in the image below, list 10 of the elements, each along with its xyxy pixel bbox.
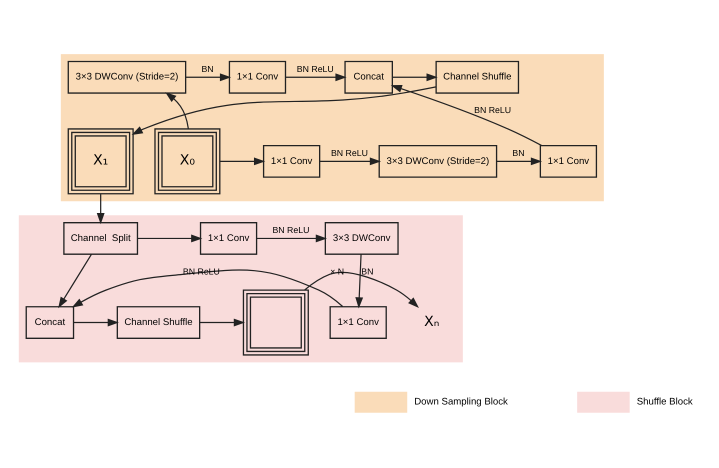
edge-label: BN ReLU — [474, 104, 512, 115]
legend-label: Down Sampling Block — [414, 396, 508, 408]
edge-label: BN — [512, 148, 525, 158]
edge-label: BN ReLU — [272, 224, 310, 235]
edge-label: BN — [201, 64, 214, 74]
edge-label: BN ReLU — [330, 148, 368, 158]
node-text: Xₙ — [424, 313, 440, 330]
edge-label: BN ReLU — [296, 64, 334, 74]
edge-label: BN — [361, 266, 374, 276]
legend-label: Shuffle Block — [636, 396, 693, 408]
